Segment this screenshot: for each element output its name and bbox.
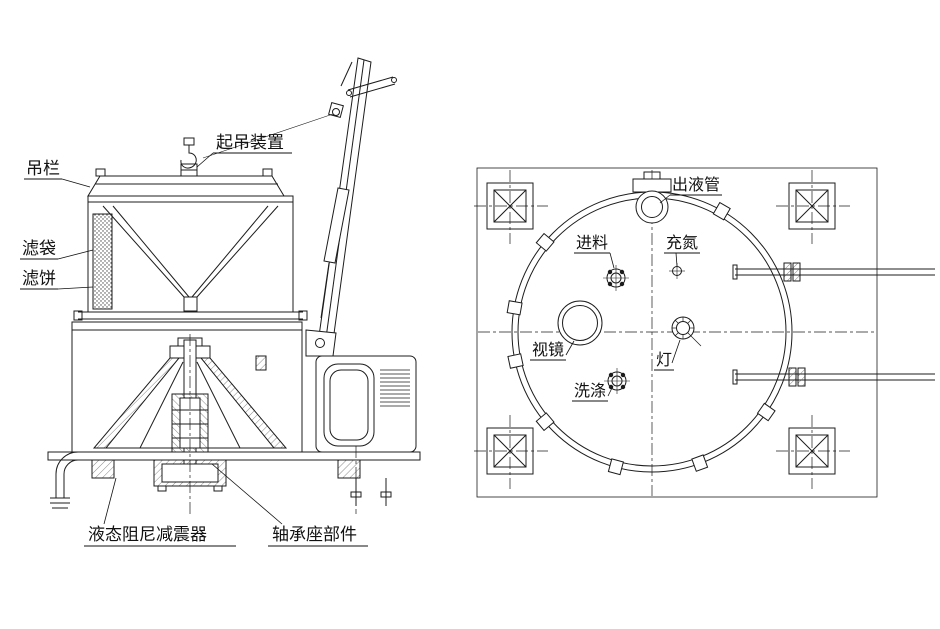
nitrogen-port: [669, 263, 685, 279]
label-washing: 洗涤: [574, 382, 606, 400]
label-hanging-rail: 吊栏: [26, 159, 60, 178]
vent-grille: [380, 369, 410, 407]
side-view: [47, 57, 421, 514]
label-bearing-seat: 轴承座部件: [272, 525, 357, 544]
lamp-port: [671, 316, 702, 347]
label-feed: 进料: [576, 234, 608, 252]
lower-casing: [71, 321, 303, 471]
outlet-port: [632, 171, 672, 224]
base-frame: [47, 451, 421, 509]
filter-cake-section: [92, 213, 113, 310]
washing-nozzle: [604, 368, 630, 394]
label-outlet-pipe: 出液管: [672, 176, 720, 194]
upper-vessel: [73, 195, 308, 321]
foundation-pad-top-left: [486, 182, 534, 230]
lifting-hook: [180, 137, 198, 178]
label-filter-bag: 滤袋: [22, 239, 56, 258]
damper-left: [91, 459, 115, 479]
side-view-centerlines: [189, 334, 357, 514]
label-damper: 液态阻尼减震器: [88, 525, 207, 544]
feed-nozzle: [603, 265, 629, 291]
plan-border: [476, 167, 878, 498]
stay-pipe-lower: [732, 367, 935, 387]
rim-clamps: [506, 201, 776, 476]
label-nitrogen: 充氮: [666, 234, 698, 252]
sight-glass: [557, 300, 603, 346]
label-sight-glass: 视镜: [532, 340, 564, 359]
stay-pipe-upper: [732, 262, 935, 282]
damper-right: [337, 459, 361, 479]
motor-cabinet: [315, 355, 417, 453]
basket-lid: [87, 168, 285, 197]
foundation-pad-top-right: [788, 182, 836, 230]
plan-view-labels: 出液管 进料 充氮 视镜 灯 洗涤: [530, 176, 722, 402]
side-view-labels: 起吊装置 吊栏 滤袋 滤饼 液态阻尼减震器 轴承座部件: [20, 133, 368, 547]
foundation-pad-bottom-right: [788, 427, 836, 475]
foundation-pad-bottom-left: [486, 427, 534, 475]
label-lifting-device: 起吊装置: [216, 133, 284, 152]
boom-mast: [202, 57, 397, 357]
label-lamp: 灯: [656, 351, 672, 369]
plan-view: [474, 167, 935, 498]
label-filter-cake: 滤饼: [22, 269, 56, 288]
